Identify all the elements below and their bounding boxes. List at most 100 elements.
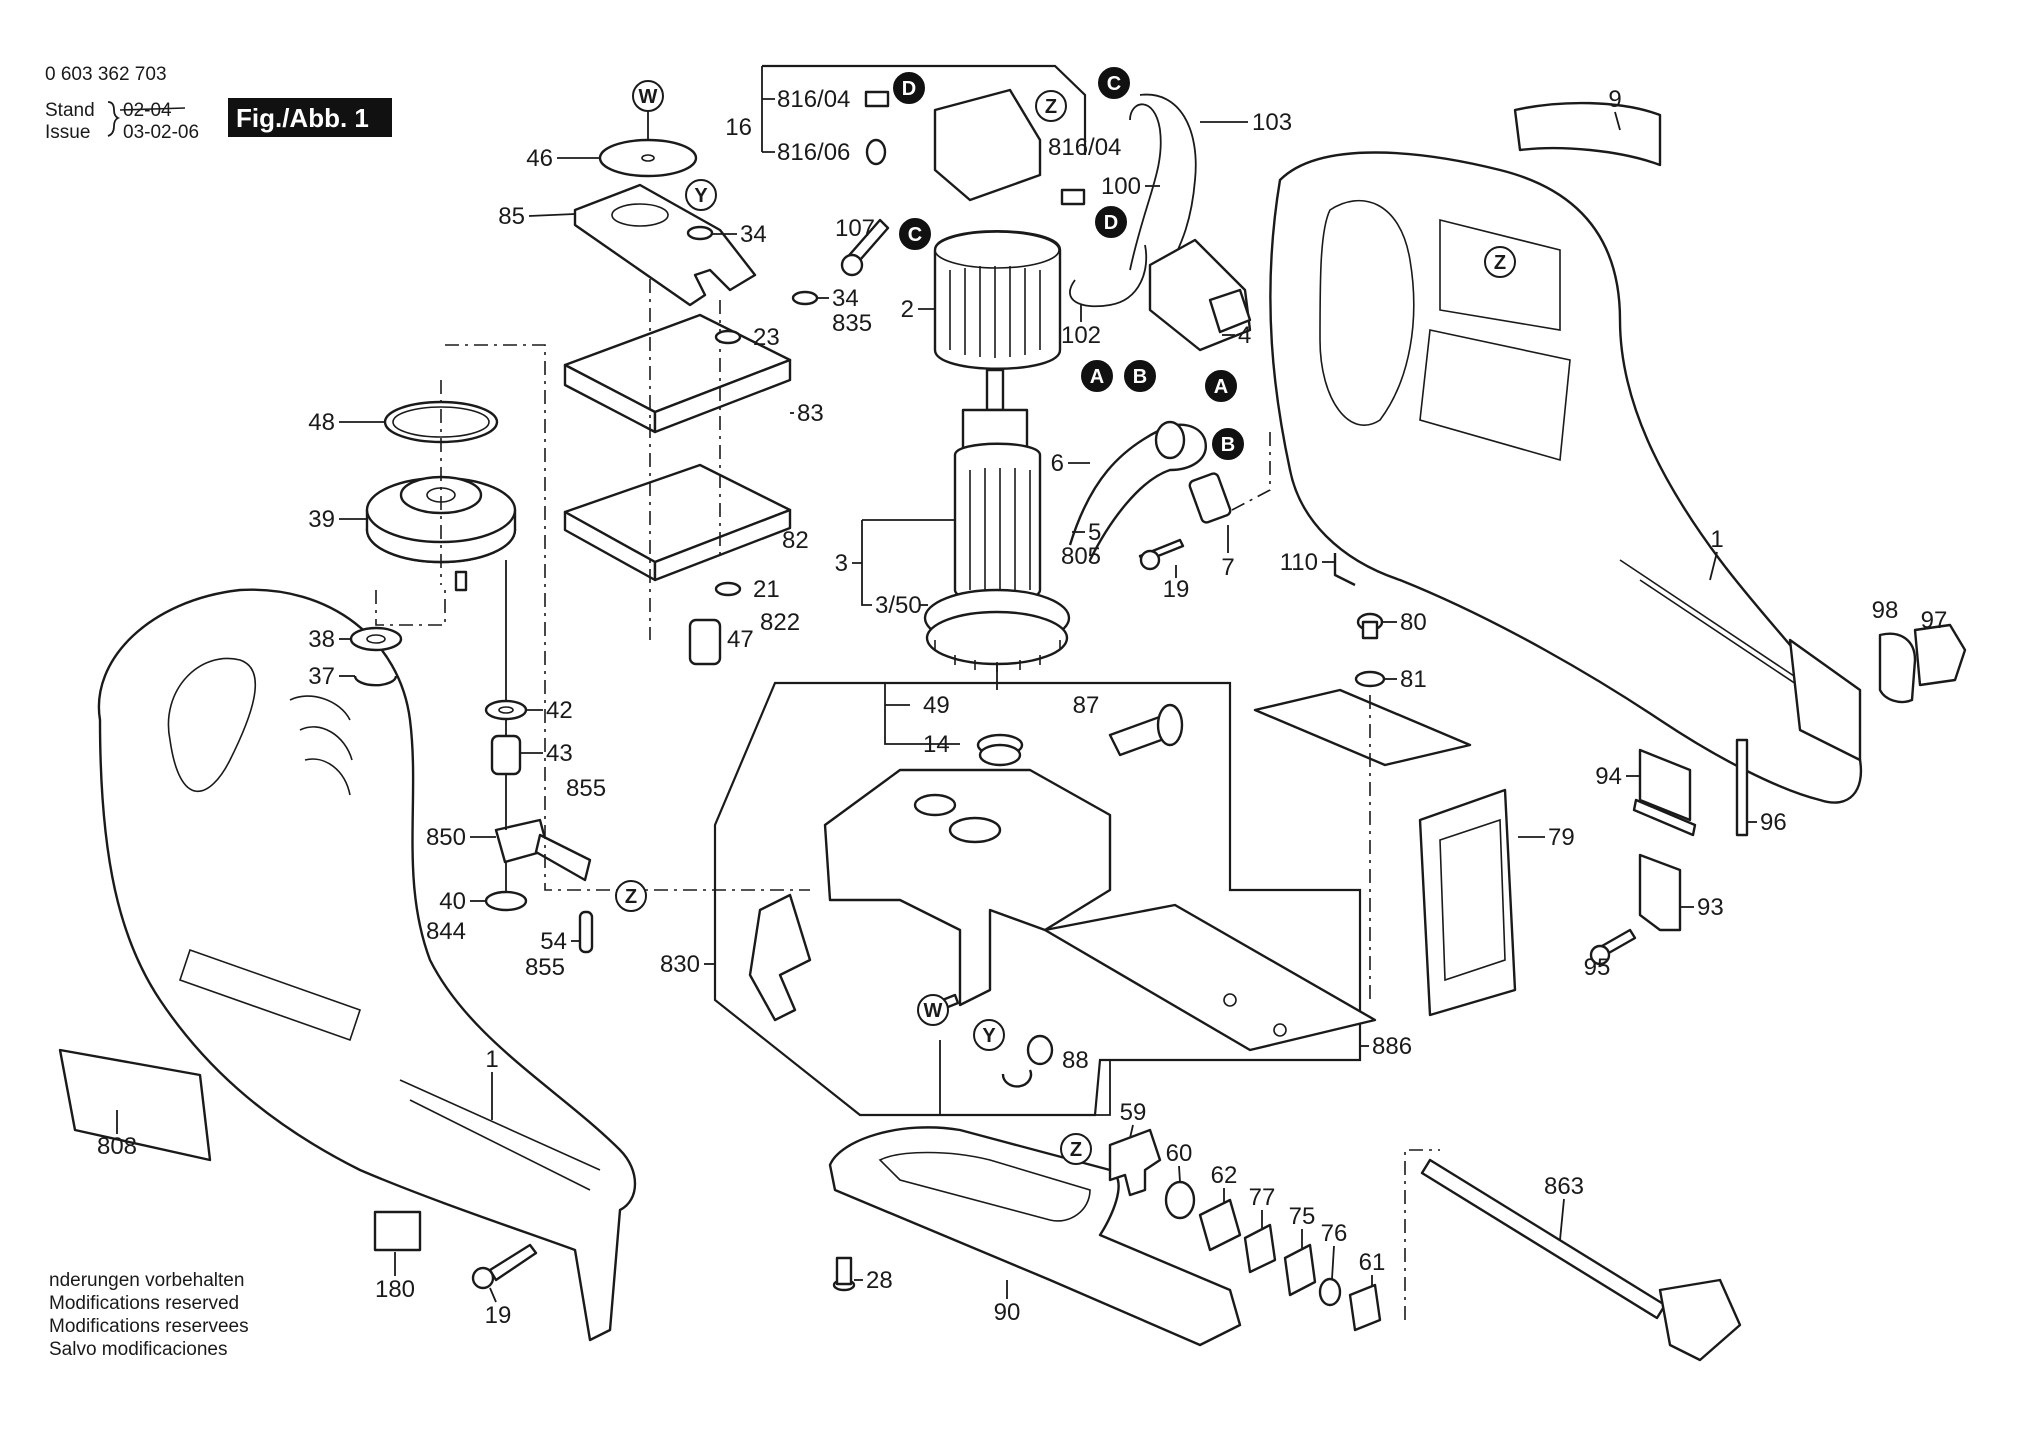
legal-line-fr: Modifications reservees [49, 1316, 249, 1337]
label-886: 886 [1372, 1033, 1412, 1060]
label-94: 94 [1595, 763, 1622, 790]
label-97: 97 [1921, 607, 1948, 634]
cover-98 [1878, 632, 1917, 704]
left-housing-half [97, 588, 637, 1342]
gear-housing [748, 703, 1377, 1116]
ref-marker-z-gear: Z [615, 880, 647, 912]
ref-marker-a-switch: A [1081, 360, 1113, 392]
spring-96 [1735, 738, 1749, 837]
legal-notice: nderungen vorbehalten Modifications rese… [49, 1270, 249, 1360]
stand-label: Stand [45, 100, 95, 121]
cap-97 [1913, 623, 1967, 687]
legal-line-es: Salvo modificaciones [49, 1339, 227, 1360]
lever-94 [1638, 748, 1692, 822]
gear-assembly [349, 380, 594, 954]
label-96: 96 [1760, 809, 1787, 836]
label-1-right: 1 [1710, 526, 1723, 553]
switch-and-cables [1068, 93, 1356, 587]
armature-3 [953, 442, 1042, 603]
svg-text:Z: Z [1070, 1139, 1082, 1161]
ref-marker-y-top: Y [685, 179, 717, 211]
label-805: 805 [1061, 543, 1101, 570]
header: 0 603 362 703 Stand Issue 02-04 03-02-06… [45, 64, 392, 143]
strikethrough [119, 107, 186, 111]
label-855a: 855 [566, 775, 606, 802]
plate-93 [1638, 853, 1682, 932]
clip-110 [1333, 553, 1356, 587]
label-47: 47 [727, 626, 754, 653]
figure-label: Fig./Abb. 1 [236, 103, 369, 133]
label-42: 42 [546, 697, 573, 724]
ref-marker-a-cable: A [1205, 370, 1237, 402]
figure-label-box [228, 98, 392, 137]
label-102: 102 [1061, 322, 1101, 349]
label-81: 81 [1400, 666, 1427, 693]
label-90: 90 [994, 1299, 1021, 1326]
label-82: 82 [782, 527, 809, 554]
brace [107, 101, 121, 137]
needle-bearing-47 [688, 618, 722, 666]
legal-line-en: Modifications reserved [49, 1293, 239, 1314]
label-6: 6 [1051, 450, 1064, 477]
brush-holder [933, 88, 1042, 202]
label-plate-808 [58, 1048, 212, 1162]
bearing-14 [978, 743, 1022, 767]
label-95: 95 [1584, 954, 1611, 981]
ref-marker-z-bottom: Z [1060, 1133, 1092, 1165]
svg-text:A: A [1090, 366, 1104, 388]
label-62: 62 [1211, 1162, 1238, 1189]
label-83: 83 [797, 400, 824, 427]
svg-text:B: B [1133, 366, 1147, 388]
motor-assembly [761, 64, 1087, 690]
label-43: 43 [546, 740, 573, 767]
label-19-mid: 19 [1163, 576, 1190, 603]
label-40: 40 [439, 888, 466, 915]
svg-text:W: W [639, 86, 658, 108]
spring-816-06 [865, 138, 887, 166]
label-808: 808 [97, 1133, 137, 1160]
label-9: 9 [1608, 86, 1621, 113]
plate-75 [1283, 1243, 1317, 1297]
part-labels: 46 85 34 34 835 23 83 82 21 822 47 48 39… [97, 86, 1947, 1329]
cable-clamp-7 [1188, 472, 1232, 524]
needle-bearing-43 [490, 734, 522, 776]
label-14: 14 [923, 731, 950, 758]
handle-end [1788, 638, 1862, 762]
part-number: 0 603 362 703 [45, 64, 167, 85]
label-87: 87 [1073, 692, 1100, 719]
legal-line-de: nderungen vorbehalten [49, 1270, 244, 1291]
label-61: 61 [1359, 1249, 1386, 1276]
label-98: 98 [1872, 597, 1899, 624]
guide-rail-886 [1043, 903, 1377, 1052]
label-77: 77 [1249, 1184, 1276, 1211]
washer-42 [484, 699, 528, 721]
bearing-60 [1164, 1180, 1196, 1220]
label-16: 16 [725, 114, 752, 141]
label-48: 48 [308, 409, 335, 436]
label-850: 850 [426, 824, 466, 851]
armature-shaft [985, 368, 1005, 412]
washer-88 [1026, 1034, 1054, 1066]
ref-marker-y-bottom: Y [973, 1019, 1005, 1051]
top-plates [573, 138, 819, 597]
washer-34 [686, 225, 714, 241]
ref-marker-z-housing: Z [1484, 246, 1516, 278]
kit-bracket-16 [762, 64, 1087, 155]
screw-19-left [471, 1243, 538, 1290]
issue-label: Issue [45, 122, 90, 143]
label-34b: 34 [832, 285, 859, 312]
label-844: 844 [426, 918, 466, 945]
plate-85 [573, 183, 757, 307]
label-49: 49 [923, 692, 950, 719]
label-816-04-right: 816/04 [1048, 134, 1121, 161]
label-7: 7 [1221, 554, 1234, 581]
plate-61 [1348, 1283, 1382, 1332]
pin-54 [578, 910, 594, 954]
svg-text:C: C [908, 224, 922, 246]
svg-text:Y: Y [982, 1025, 996, 1047]
ref-marker-d-mid: D [1095, 206, 1127, 238]
label-830: 830 [660, 951, 700, 978]
bracket-59 [1108, 1128, 1162, 1197]
label-79: 79 [1548, 824, 1575, 851]
